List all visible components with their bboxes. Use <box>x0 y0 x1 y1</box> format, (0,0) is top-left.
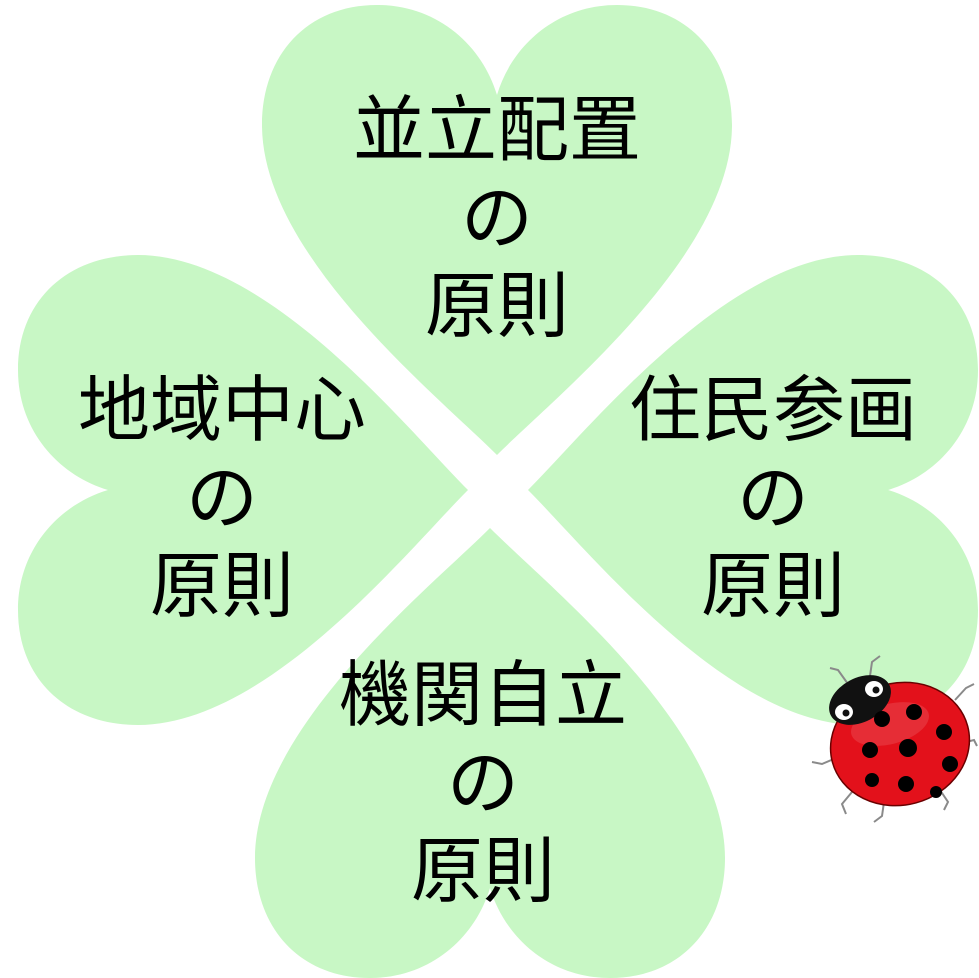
leaf-left-line1: 地域中心 <box>77 368 366 452</box>
leaf-bottom-line1: 機関自立 <box>338 653 627 737</box>
ladybug-spot <box>906 704 922 720</box>
leaf-top-line2: の <box>460 176 533 260</box>
leaf-left-label: 地域中心 の 原則 <box>22 366 422 630</box>
leaf-right-line3: 原則 <box>700 544 845 628</box>
ladybug-leg <box>840 791 853 815</box>
ladybug-antenna <box>869 655 881 677</box>
ladybug-spot <box>862 742 878 758</box>
ladybug-leg <box>954 683 975 701</box>
ladybug-spot <box>936 724 952 740</box>
leaf-left-line2: の <box>185 456 258 540</box>
ladybug-pupil-right <box>872 686 880 694</box>
leaf-left-line3: 原則 <box>149 544 294 628</box>
leaf-bottom-line2: の <box>446 741 519 825</box>
leaf-bottom-line3: 原則 <box>410 829 555 913</box>
leaf-top-label: 並立配置 の 原則 <box>297 86 697 350</box>
leaf-top-line1: 並立配置 <box>352 88 641 172</box>
ladybug-spot <box>865 773 879 787</box>
ladybug-spot <box>930 786 942 798</box>
ladybug-pupil-left <box>842 709 850 717</box>
clover-leaves <box>18 5 978 978</box>
leaf-right-label: 住民参画 の 原則 <box>573 366 973 630</box>
leaf-bottom <box>255 528 725 978</box>
ladybug-antenna <box>829 667 849 685</box>
ladybug-spot <box>898 776 914 792</box>
ladybug-spots <box>862 704 958 798</box>
leaf-top-line3: 原則 <box>424 264 569 348</box>
leaf-right <box>528 255 978 725</box>
ladybug-leg <box>873 801 885 823</box>
ladybug-spot <box>942 756 958 772</box>
leaf-left <box>18 255 468 725</box>
ladybug-spot <box>899 739 917 757</box>
leaf-bottom-label: 機関自立 の 原則 <box>283 651 683 915</box>
leaf-right-line2: の <box>736 456 809 540</box>
ladybug-spot <box>874 711 890 727</box>
leaf-top <box>262 5 732 455</box>
ladybug-icon <box>811 655 978 823</box>
ladybug-leg <box>939 789 950 811</box>
leaf-right-line1: 住民参画 <box>628 368 917 452</box>
